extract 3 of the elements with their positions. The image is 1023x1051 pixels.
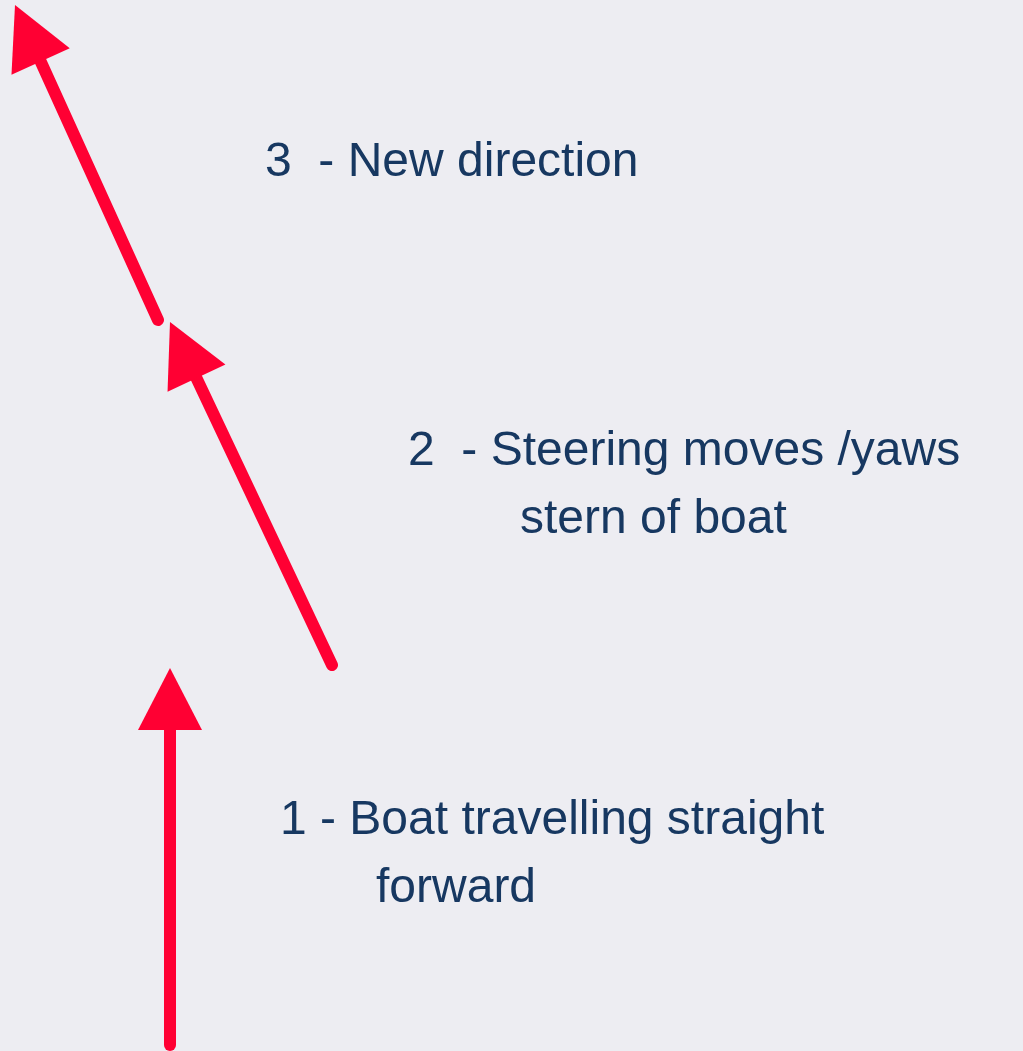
step-label: 2 - Steering moves /yaws stern of boat (408, 421, 962, 545)
step-label: 1 - Boat travelling straight forward (280, 790, 826, 914)
step-label: 3 - New direction (265, 132, 640, 188)
